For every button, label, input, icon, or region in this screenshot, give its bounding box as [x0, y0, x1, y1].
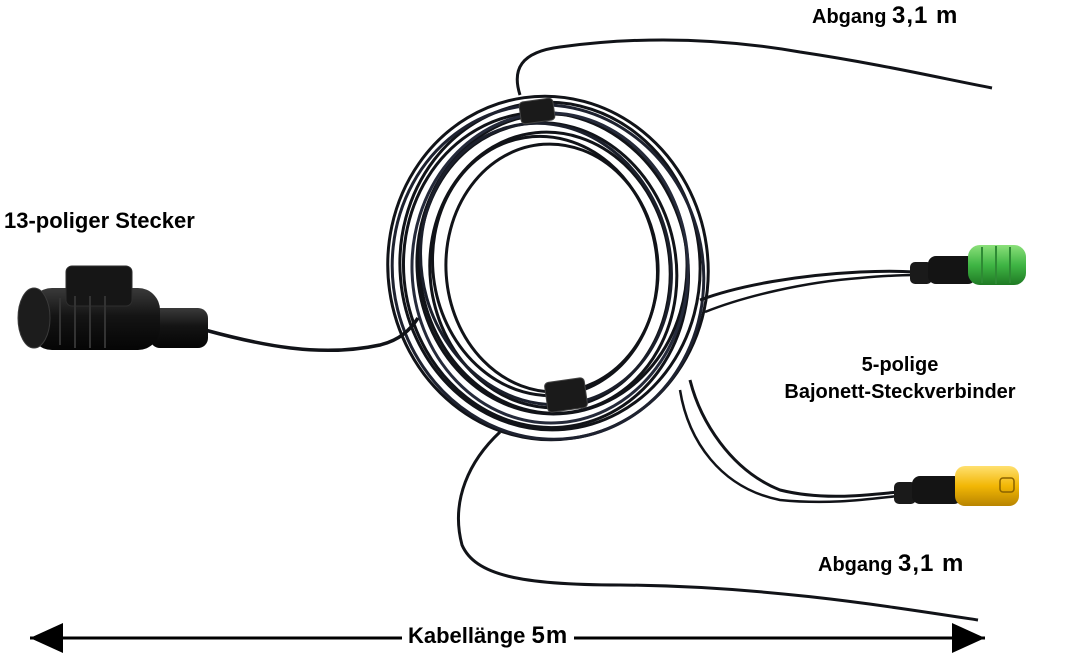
label-cable-length-text: Kabellänge — [408, 623, 526, 648]
connector-yellow — [894, 466, 1019, 506]
label-5pin-line1: 5-polige — [861, 354, 939, 376]
label-13pin-plug: 13-poliger Stecker — [4, 208, 195, 233]
cable-coil — [386, 94, 710, 442]
cable-tie-top — [518, 97, 556, 125]
cable-lead-yellow — [688, 379, 899, 498]
label-cable-length-value: 5m — [531, 622, 569, 649]
plug-13pin — [17, 265, 208, 350]
label-cable-length: Kabellänge 5m — [402, 622, 575, 650]
label-5pin-line2: Bajonett-Steckverbinder — [784, 381, 1016, 403]
label-abgang-bottom-value: 3,1 m — [898, 550, 965, 577]
label-abgang-top-text: Abgang — [812, 6, 887, 28]
cable-lead-bottom — [457, 430, 979, 622]
label-abgang-bottom: Abgang 3,1 m — [818, 550, 964, 578]
cable-lead-top — [515, 38, 993, 96]
label-abgang-bottom-text: Abgang — [818, 554, 893, 576]
label-abgang-top: Abgang 3,1 m — [812, 2, 958, 30]
label-5pin-connector: 5-polige Bajonett-Steckverbinder — [720, 352, 1080, 406]
cable-lead-green — [699, 269, 916, 302]
label-abgang-top-value: 3,1 m — [892, 2, 959, 29]
connector-green — [910, 245, 1026, 285]
cable-tie-bottom — [544, 377, 588, 413]
plug-lead-cable — [204, 317, 420, 353]
